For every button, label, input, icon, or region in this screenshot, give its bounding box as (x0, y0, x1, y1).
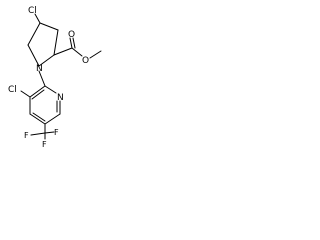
bond-n1-c5 (27, 44, 40, 67)
pyrrolidine-ring (27, 22, 59, 67)
atom-cl-pyridine: Cl (8, 85, 17, 95)
bond-n1-pyridine (38, 70, 46, 87)
bond-pyr-c4-c5 (29, 113, 46, 125)
bond-c4-cl (34, 13, 41, 24)
bond-c2-n1 (38, 54, 55, 67)
bond-cf3-f-left (30, 132, 46, 136)
atom-n-pyrrolidine: N (36, 64, 43, 74)
bond-carbonyl-o-double-b (72, 37, 76, 49)
pyridine-ring (29, 85, 61, 125)
bond-c2-carbonyl (53, 47, 73, 56)
trifluoromethyl-group (30, 123, 55, 140)
bond-pyr-c5-c6 (44, 113, 61, 125)
bond-carbonyl-o-double-a (69, 37, 73, 49)
bond-pyr-n-c2 (44, 85, 57, 94)
methyl-ester (53, 37, 102, 59)
bond-c5-c4 (27, 22, 41, 46)
atom-f-lower: F (42, 140, 47, 148)
atom-n-pyridine: N (57, 93, 64, 103)
atom-o-ester: O (82, 56, 89, 66)
atom-cl-pyrrolidine: Cl (28, 6, 37, 16)
bond-pyr-c2-c3-inner (31, 89, 45, 100)
bond-pyr-c2-c3 (29, 85, 46, 98)
atom-f-upper: F (54, 128, 59, 137)
atom-o-carbonyl: O (68, 30, 75, 40)
bond-carbonyl-oester (71, 47, 83, 57)
bond-pyr-c3-cl (20, 90, 31, 98)
atom-f-left: F (24, 131, 29, 140)
bond-cf3-f-upper (44, 131, 55, 134)
bond-c3-c2 (53, 29, 59, 56)
bond-c4-c3 (39, 22, 59, 31)
bond-pyr-c4-c5-inner (32, 112, 46, 122)
bond-oester-methyl (89, 50, 102, 59)
chemical-structure: Cl N O O Cl N F F F (8, 6, 102, 148)
